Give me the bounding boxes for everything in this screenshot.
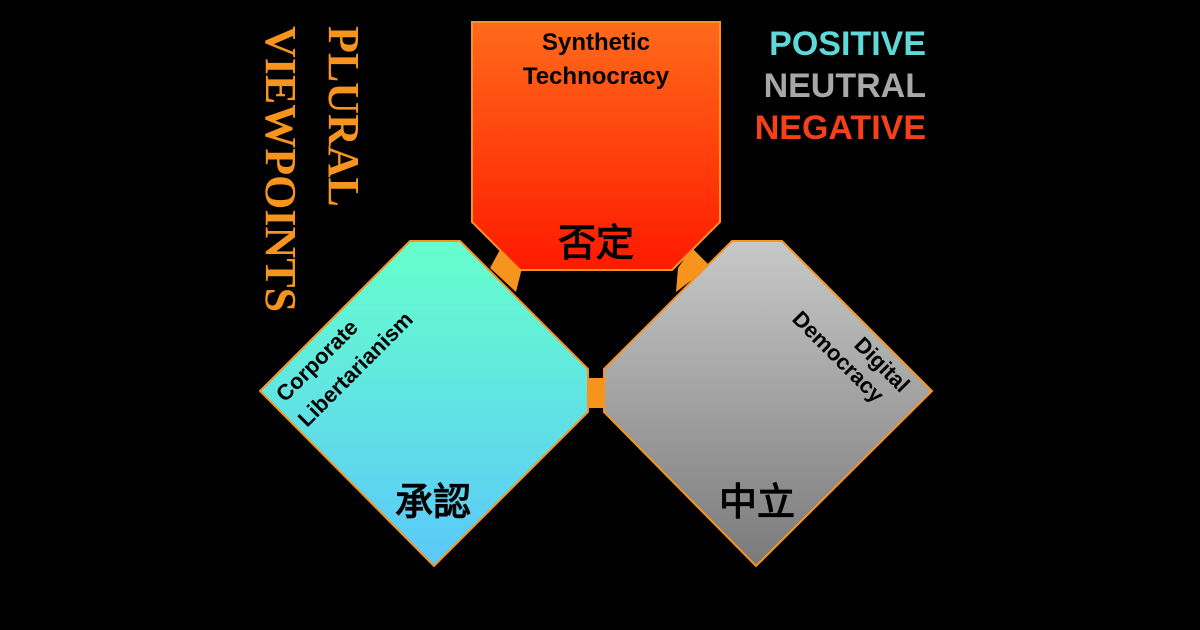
connector-bottom [587,378,605,408]
panel-title-top-line2: Technocracy [523,63,670,90]
panel-corporate-libertarianism: Corporate Libertarianism 承認 [258,240,589,568]
side-title: PLURAL VIEWPOINTS [256,26,368,312]
legend-negative: NEGATIVE [755,109,926,147]
panel-title-top-line1: Synthetic [542,29,650,56]
panel-digital-democracy: Digital Democracy 中立 [603,240,934,568]
panel-shape-top [471,21,721,271]
legend: POSITIVE NEUTRAL NEGATIVE [755,25,926,147]
connectors [490,246,710,408]
connector-top-left [490,246,522,292]
panel-shape-right [603,240,934,568]
panel-shape-left [258,240,589,568]
panel-kanji-right: 中立 [719,482,795,524]
side-title-line2: VIEWPOINTS [256,26,305,312]
panel-synthetic-technocracy: Synthetic Technocracy 否定 [471,21,721,271]
side-title-line1: PLURAL [319,26,368,207]
legend-positive: POSITIVE [769,25,926,63]
panel-kanji-top: 否定 [558,223,634,265]
legend-neutral: NEUTRAL [764,67,926,105]
connector-top-right [676,248,710,292]
panel-kanji-left: 承認 [395,482,471,524]
